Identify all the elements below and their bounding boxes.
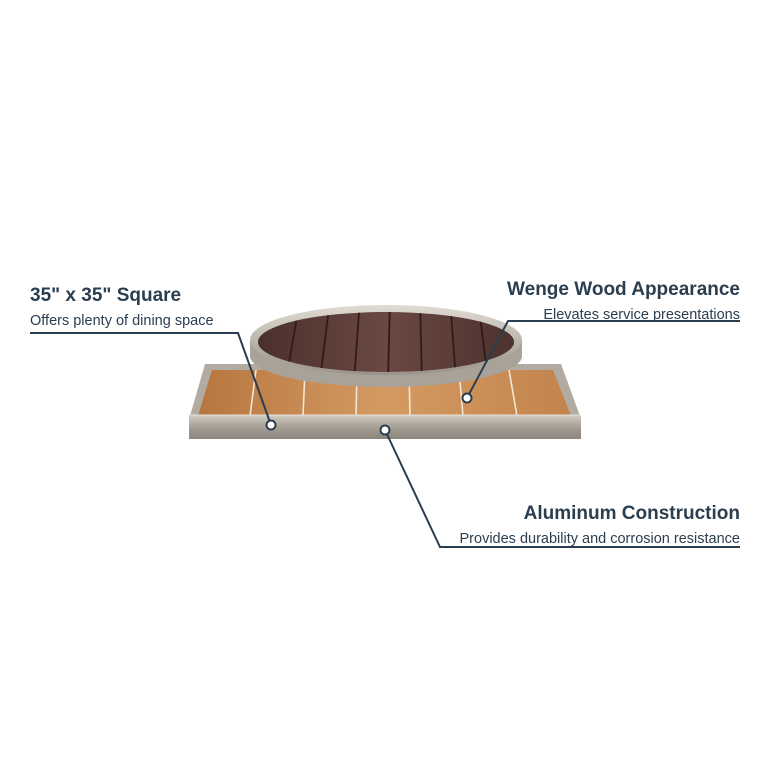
size-callout: 35" x 35" Square Offers plenty of dining… [30, 285, 214, 330]
leader-lines [30, 320, 740, 548]
frame-callout-description: Provides durability and corrosion resist… [459, 531, 740, 547]
frame-leader-dot [379, 424, 391, 436]
size-leader-dot [265, 419, 277, 431]
frame-leader-line [384, 429, 740, 548]
wood-callout-title: Wenge Wood Appearance [507, 279, 740, 300]
leader-dots [265, 392, 473, 436]
round-table-top [250, 305, 522, 387]
frame-callout: Aluminum Construction Provides durabilit… [460, 503, 740, 548]
wood-callout: Wenge Wood Appearance Elevates service p… [507, 279, 740, 324]
wood-callout-description: Elevates service presentations [543, 307, 740, 323]
square-wood-surface [198, 370, 571, 416]
wood-leader-line [466, 320, 740, 399]
wood-leader-dot [461, 392, 473, 404]
size-leader-line [30, 332, 272, 426]
size-callout-title: 35" x 35" Square [30, 285, 182, 306]
size-callout-description: Offers plenty of dining space [30, 313, 214, 329]
frame-callout-title: Aluminum Construction [523, 503, 740, 524]
